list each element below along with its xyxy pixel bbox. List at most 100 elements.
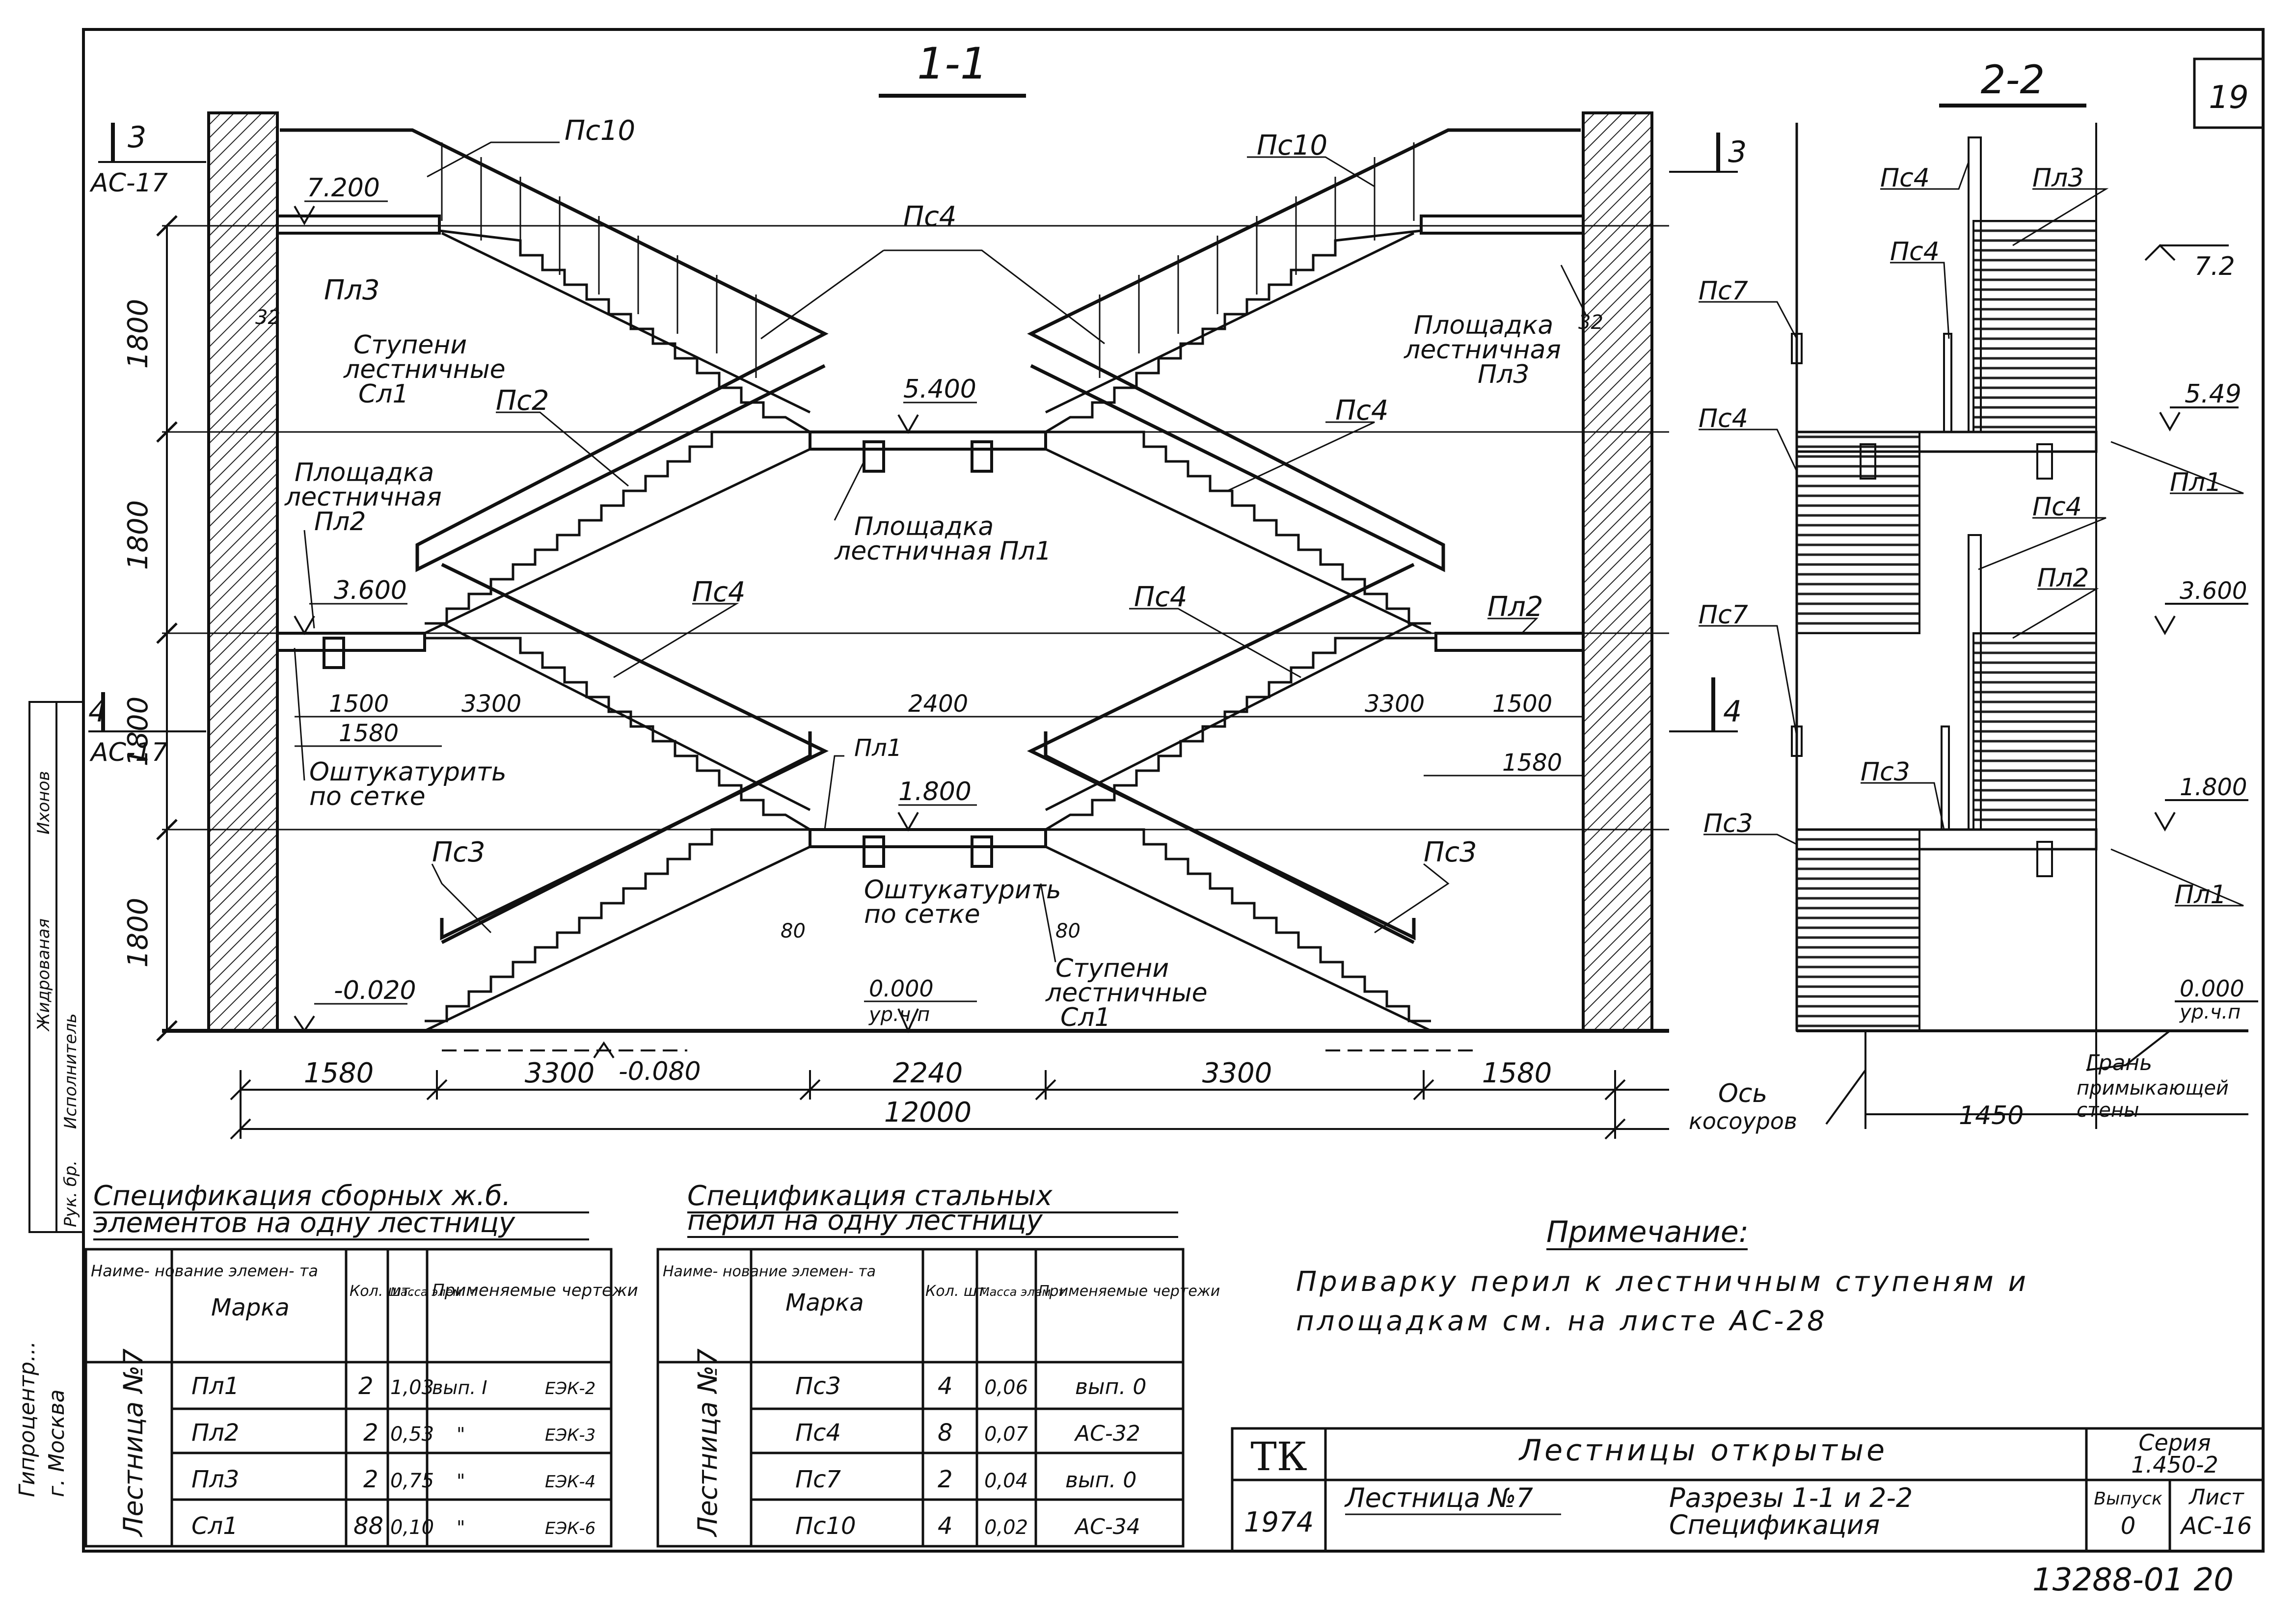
landing-pl1-1800: [809, 828, 1047, 848]
note-title: Примечание:: [1546, 1215, 1749, 1249]
label-plaster2-1: Оштукатурить: [864, 875, 1061, 905]
label-steps-c-2: лестничные: [1045, 978, 1208, 1008]
landing-pl3-left: [276, 215, 441, 235]
stamp-org: Гипроцентр...: [15, 1341, 40, 1497]
spec2-r2-mass: 0,07: [984, 1423, 1028, 1446]
spec1-r4-mass: 0,10: [390, 1516, 434, 1539]
spec1-r1-qty: 2: [358, 1372, 374, 1400]
tb-sheet-label: Лист: [2188, 1485, 2244, 1510]
right-brick-wall: [1582, 111, 1653, 1032]
flight-hatch-2: [1796, 431, 1920, 634]
elev-3600: 3.600: [334, 576, 407, 605]
s2-axis-2: косоуров: [1689, 1108, 1797, 1134]
left-brick-wall: [207, 111, 279, 1032]
section-ref-3r-number: 3: [1728, 135, 1747, 169]
tb-issue: 0: [2121, 1512, 2136, 1540]
height-dim-1: 1800: [122, 299, 154, 369]
spec1-r1-dwg: ЕЭК-2: [545, 1379, 595, 1398]
section-ref-4-number: 4: [88, 695, 107, 729]
spec2-group: Лестница №7: [692, 1348, 723, 1537]
spec1-h-qty: Кол. шт.: [350, 1283, 414, 1300]
spec1-h-name: Наиме- нование элемен- та: [91, 1262, 318, 1280]
label-landing-pl2-3: Пл2: [314, 507, 366, 537]
label-landing-pl2-1: Площадка: [295, 458, 434, 487]
s2-elev-549: 5.49: [2185, 379, 2242, 409]
spec2-h-drawings: Применяемые чертежи: [1038, 1283, 1220, 1300]
flight-r-2: [1045, 637, 1436, 831]
tb-year: 1974: [1244, 1506, 1314, 1538]
note-line-1: Приварку перил к лестничным ступеням и: [1296, 1266, 2029, 1298]
label-d2400: 2400: [908, 690, 968, 718]
label-landing-pl1-2: лестничная Пл1: [834, 537, 1052, 566]
section-ref-3-sheet: АС-17: [89, 168, 168, 198]
spec2-r2-mark: Пс4: [795, 1419, 841, 1447]
tb-content-1: Разрезы 1-1 и 2-2: [1669, 1482, 1913, 1513]
title-block: ТК 1974 Лестницы открытые Лестница №7 Ра…: [1231, 1427, 2265, 1553]
s2-elev-72: 7.2: [2194, 252, 2235, 281]
label-ps2: Пс2: [496, 385, 549, 417]
spec1-r1-issue: вып. I: [432, 1377, 487, 1398]
s2-edge-3: стены: [2077, 1099, 2139, 1122]
label-steps-l-1: Ступени: [353, 330, 467, 360]
spec1-r4-issue: ": [457, 1517, 465, 1538]
balusters: [441, 142, 1415, 378]
spec2-r3-mass: 0,04: [984, 1470, 1028, 1492]
height-dim-2: 1800: [122, 500, 154, 570]
label-landing-pl2-2: лестничная: [284, 483, 442, 512]
label-d1580b: 1580: [1502, 749, 1562, 777]
spec1-r3-mark: Пл3: [191, 1466, 239, 1493]
s2-ps4-d: Пс4: [2032, 492, 2082, 522]
stamp-city: г. Москва: [44, 1389, 69, 1497]
label-d3300a: 3300: [461, 690, 521, 718]
section-1-1-title: 1-1: [917, 38, 988, 89]
label-landing-pl3-1: Площадка: [1414, 311, 1553, 340]
spec2-r2-qty: 8: [938, 1419, 953, 1447]
left-height-ticks: [156, 215, 178, 1042]
elev-floor-level: ур.ч.п: [868, 1003, 930, 1026]
s2-ps7-a: Пс7: [1699, 276, 1748, 306]
leaders-1: [294, 141, 1587, 963]
s2-ps4-a: Пс4: [1880, 163, 1930, 193]
bottom-dimension-chain: [230, 1070, 1669, 1140]
s2-ps4-c: Пс4: [1699, 404, 1748, 433]
tb-sheet: АС-16: [2180, 1512, 2252, 1540]
elev-minus-0080: -0.080: [619, 1057, 701, 1086]
spec2-h-qty: Кол. шт.: [925, 1283, 990, 1300]
landing-pl1-5400: [809, 430, 1047, 451]
flight-r-3: [1046, 430, 1431, 625]
s2-edge-2: примыкающей: [2077, 1077, 2229, 1100]
section-ref-4-right: 4: [1669, 677, 1742, 732]
note: Примечание: Приварку перил к лестничным …: [1296, 1215, 2029, 1337]
label-plaster1-2: по сетке: [309, 782, 426, 811]
spec1-group: Лестница №7: [118, 1348, 149, 1537]
elev-minus-0020: -0.020: [334, 976, 416, 1005]
flight-hatch-1: [1972, 220, 2097, 433]
s2-edge-1: Грань: [2086, 1050, 2152, 1075]
elev-1800: 1.800: [898, 777, 972, 806]
label-ps4-top: Пс4: [903, 201, 957, 233]
spec1-title-2: элементов на одну лестницу: [93, 1207, 515, 1239]
spec1-r3-issue: ": [457, 1470, 465, 1492]
dim-bottom-5: 1580: [1482, 1057, 1552, 1089]
label-plaster2-2: по сетке: [864, 900, 980, 929]
label-d1580a: 1580: [339, 720, 399, 747]
flight-l-2: [425, 637, 811, 831]
label-d80b: 80: [1055, 920, 1080, 942]
label-plaster1-1: Оштукатурить: [309, 757, 507, 787]
spec1-r1-mass: 1,03: [390, 1376, 434, 1399]
s2-d1450: 1450: [1959, 1101, 2024, 1130]
label-pl3-left: Пл3: [324, 274, 380, 306]
label-steps-c-3: Сл1: [1060, 1003, 1111, 1032]
spec1-r2-mark: Пл2: [191, 1419, 239, 1447]
spec2-r1-mark: Пс3: [795, 1372, 841, 1400]
spec1-r3-qty: 2: [363, 1466, 378, 1493]
spec1-h-mass: Масса элем. т: [390, 1285, 477, 1299]
label-pl2-right: Пл2: [1487, 591, 1543, 623]
label-ps4-right-mid: Пс4: [1134, 581, 1188, 613]
label-d32b: 32: [1578, 311, 1603, 334]
label-landing-pl3-2: лестничная: [1404, 335, 1561, 365]
s2-ps4-b: Пс4: [1890, 237, 1940, 267]
stamp-name-1: Жидрованая: [34, 918, 54, 1032]
landing-pl3-right: [1420, 215, 1585, 235]
